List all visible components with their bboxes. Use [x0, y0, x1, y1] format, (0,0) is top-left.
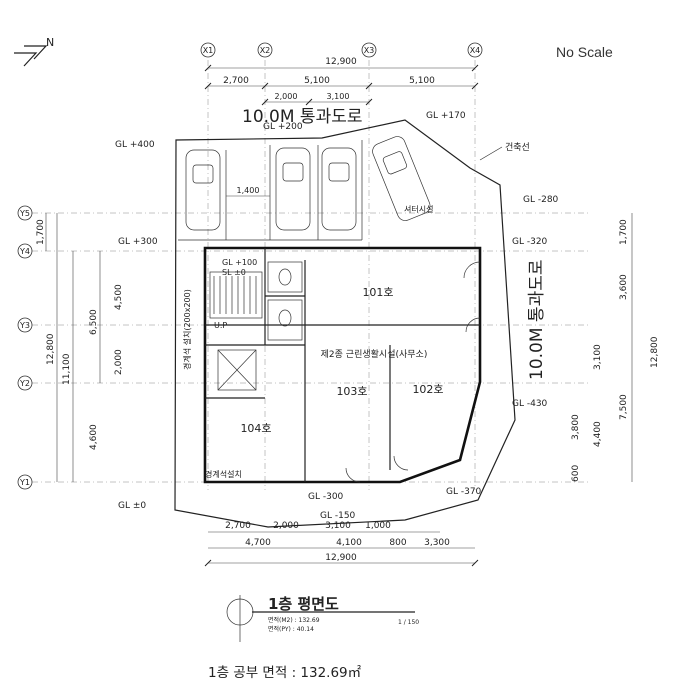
- room-102: 102호: [412, 383, 443, 396]
- area-py: 면적(PY) : 40.14: [268, 625, 314, 633]
- road-label-right: 10.0M 통과도로: [527, 260, 547, 380]
- parking-dim: 1,400: [237, 186, 260, 195]
- shutter-label: 셔터시설: [404, 204, 433, 214]
- svg-text:GL -370: GL -370: [446, 487, 482, 497]
- fence-label-bottom: 경계석설치: [205, 469, 242, 479]
- grid-bubble-x4: X4: [467, 42, 483, 58]
- svg-text:12,800: 12,800: [46, 333, 56, 365]
- svg-text:X4: X4: [470, 46, 481, 55]
- dim-top-s1: 2,000: [275, 92, 298, 101]
- svg-text:3,600: 3,600: [619, 274, 629, 300]
- facility-label: 제2종 근린생활시설(사무소): [321, 348, 428, 360]
- north-label: N: [46, 36, 54, 49]
- parking: 1,400 셔터시설: [178, 136, 433, 241]
- svg-text:Y4: Y4: [19, 247, 30, 256]
- svg-text:X3: X3: [364, 46, 375, 55]
- room-101: 101호: [362, 286, 393, 299]
- title-block: 1층 평면도 면적(M2) : 132.69 면적(PY) : 40.14 1 …: [226, 595, 419, 642]
- north-arrow-icon: N: [14, 36, 54, 67]
- svg-text:11,100: 11,100: [62, 353, 72, 385]
- grid-bubble-x2: X2: [257, 42, 273, 58]
- svg-text:Y1: Y1: [19, 478, 30, 487]
- dim-top-overall: 12,900: [325, 57, 357, 67]
- svg-text:1,700: 1,700: [36, 219, 46, 245]
- svg-text:3,300: 3,300: [424, 538, 450, 548]
- svg-text:GL -150: GL -150: [320, 511, 356, 521]
- room-104: 104호: [240, 422, 271, 435]
- drawing-scale: 1 / 150: [398, 619, 419, 626]
- road-label-top: 10.0M 통과도로: [242, 107, 362, 127]
- svg-text:GL -430: GL -430: [512, 399, 548, 409]
- doors: [345, 261, 481, 483]
- svg-text:4,400: 4,400: [593, 421, 603, 447]
- svg-text:6,500: 6,500: [89, 309, 99, 335]
- area-m2: 면적(M2) : 132.69: [268, 616, 320, 624]
- grid-bubble-y2: Y2: [17, 375, 33, 391]
- svg-text:4,700: 4,700: [245, 538, 271, 548]
- dim-top-d2: 5,100: [304, 76, 330, 86]
- building-line-label: 건축선: [505, 142, 530, 153]
- dim-top-s2: 3,100: [327, 92, 350, 101]
- svg-text:3,100: 3,100: [593, 344, 603, 370]
- scale-note: No Scale: [556, 44, 613, 60]
- toilets: [267, 261, 303, 341]
- svg-text:4,100: 4,100: [336, 538, 362, 548]
- svg-text:12,800: 12,800: [650, 336, 660, 368]
- svg-text:4,500: 4,500: [114, 284, 124, 310]
- svg-text:600: 600: [571, 465, 581, 482]
- svg-text:GL -300: GL -300: [308, 492, 344, 502]
- svg-text:4,600: 4,600: [89, 424, 99, 450]
- svg-text:X1: X1: [203, 46, 214, 55]
- up-label: U.P: [214, 321, 227, 330]
- svg-text:800: 800: [389, 538, 406, 548]
- svg-text:GL +100: GL +100: [222, 258, 257, 267]
- svg-text:1,000: 1,000: [365, 521, 391, 531]
- top-dimensions: 12,900 2,700 5,100 5,100 2,000 3,100: [204, 57, 479, 106]
- area-caption: 1층 공부 면적 : 132.69㎡: [208, 665, 362, 681]
- svg-text:3,100: 3,100: [325, 521, 351, 531]
- svg-text:2,000: 2,000: [114, 349, 124, 375]
- svg-text:GL +170: GL +170: [426, 111, 466, 121]
- svg-text:SL ±0: SL ±0: [222, 268, 246, 277]
- svg-text:GL -320: GL -320: [512, 237, 548, 247]
- svg-text:X2: X2: [260, 46, 271, 55]
- car-icon: [321, 147, 357, 231]
- site-boundary: [174, 119, 516, 528]
- svg-text:Y3: Y3: [19, 321, 30, 330]
- svg-text:2,700: 2,700: [225, 521, 251, 531]
- grid-bubble-y3: Y3: [17, 317, 33, 333]
- svg-text:7,500: 7,500: [619, 394, 629, 420]
- level-marks: GL +200 GL +170 GL +400 GL +300 GL ±0 GL…: [115, 111, 559, 521]
- car-icon: [185, 149, 221, 231]
- grid-bubble-y4: Y4: [17, 243, 33, 259]
- svg-text:1,700: 1,700: [619, 219, 629, 245]
- dim-top-d3: 5,100: [409, 76, 435, 86]
- grid-bubble-x1: X1: [200, 42, 216, 58]
- svg-text:GL ±0: GL ±0: [118, 501, 146, 511]
- left-dimensions: 12,800 11,100 1,700 6,500 4,500 2,000 4,…: [36, 213, 124, 482]
- fence-label: 경계석 설치(200x200): [182, 289, 192, 370]
- svg-text:2,000: 2,000: [273, 521, 299, 531]
- bottom-dimensions: 2,700 2,000 3,100 1,000 4,700 4,100 800 …: [204, 521, 479, 567]
- grid-bubble-x3: X3: [361, 42, 377, 58]
- svg-text:GL -280: GL -280: [523, 195, 559, 205]
- stairs: U.P: [209, 271, 263, 391]
- svg-text:12,900: 12,900: [325, 553, 357, 563]
- right-dimensions: 12,800 1,700 3,600 7,500 3,100 4,400 3,8…: [571, 213, 660, 482]
- car-icon: [372, 136, 431, 221]
- room-103: 103호: [336, 385, 367, 398]
- building-walls: [203, 246, 482, 484]
- svg-text:Y5: Y5: [19, 209, 30, 218]
- drawing-title: 1층 평면도: [268, 595, 339, 613]
- dim-top-d1: 2,700: [223, 76, 249, 86]
- svg-text:GL +400: GL +400: [115, 140, 155, 150]
- svg-text:Y2: Y2: [19, 379, 30, 388]
- svg-text:3,800: 3,800: [571, 414, 581, 440]
- svg-text:GL +200: GL +200: [263, 122, 303, 132]
- svg-text:GL +300: GL +300: [118, 237, 158, 247]
- grid-bubble-y5: Y5: [17, 205, 33, 221]
- grid-bubble-y1: Y1: [17, 474, 33, 490]
- car-icon: [275, 147, 311, 231]
